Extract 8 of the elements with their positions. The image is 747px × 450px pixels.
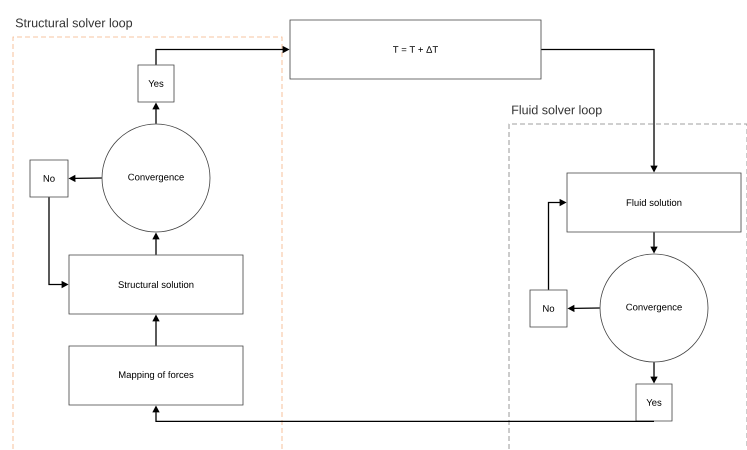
- process-box: Structural solution: [68, 254, 244, 314]
- process-box: No: [530, 290, 568, 328]
- process-box: Yes: [636, 384, 672, 422]
- process-box: T = T + ΔT: [290, 20, 542, 80]
- process-box: Fluid solution: [566, 172, 742, 232]
- process-box: No: [30, 160, 68, 198]
- process-box: Mapping of forces: [68, 346, 244, 406]
- process-box: Yes: [138, 64, 174, 102]
